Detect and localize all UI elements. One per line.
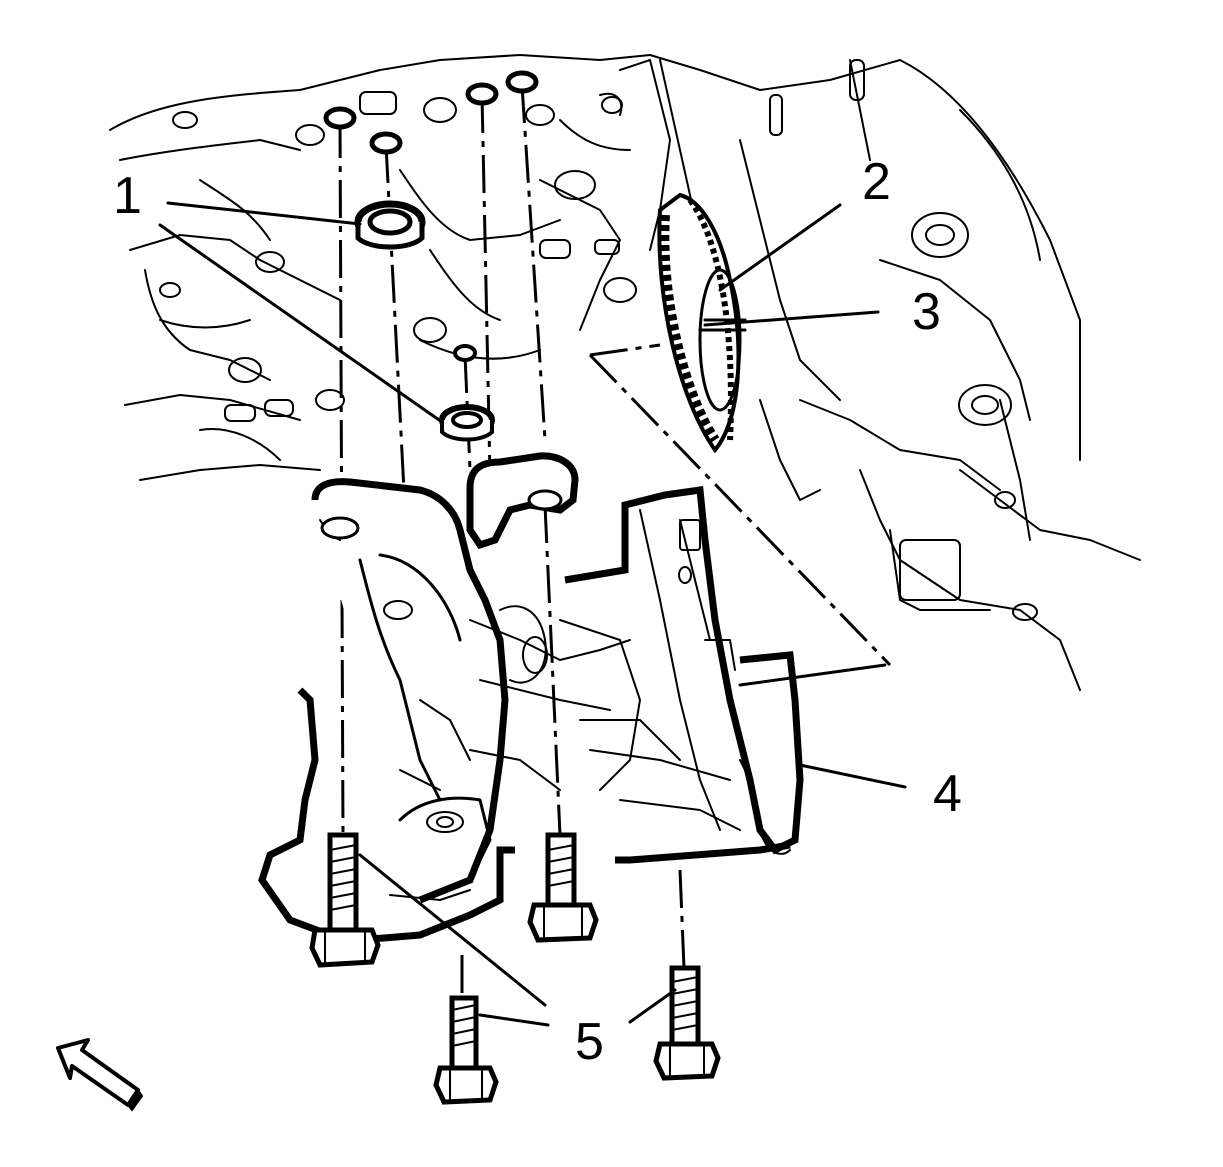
seal-lower: [439, 404, 495, 442]
bolt-center-upper: [527, 832, 599, 943]
timing-chain-sprocket: [619, 59, 747, 454]
leader-lines: [158, 201, 907, 1027]
callout-1: 1: [113, 167, 142, 225]
mounting-bores: [323, 70, 539, 362]
callout-5: 5: [575, 1013, 604, 1071]
bolt-left-lower: [433, 995, 499, 1105]
seal-upper: [354, 200, 426, 250]
bolt-right-lower: [653, 965, 721, 1081]
bolt-left-upper: [309, 832, 381, 968]
shield-cover: [564, 486, 804, 864]
callout-2: 2: [862, 153, 891, 211]
view-direction-arrow-icon: [56, 1038, 144, 1112]
callout-3: 3: [912, 283, 941, 341]
engine-block-background: [109, 54, 1141, 691]
bracket-assembly: [258, 452, 681, 944]
callout-4: 4: [933, 765, 962, 823]
